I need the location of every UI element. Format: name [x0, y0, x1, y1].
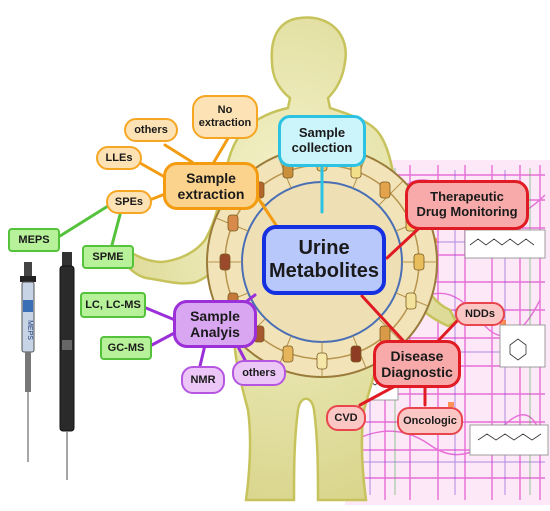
node-spme: SPME: [82, 245, 134, 269]
node-ndds: NDDs: [455, 302, 505, 326]
node-sample-collection: Sample collection: [278, 115, 366, 167]
node-oncologic: Oncologic: [397, 407, 463, 435]
node-no-extraction: No extraction: [192, 95, 258, 139]
node-cvd: CVD: [326, 405, 366, 431]
spme-device: [59, 252, 75, 480]
node-sample-extraction: Sample extraction: [163, 162, 259, 210]
node-extraction-others: others: [124, 118, 178, 142]
node-meps: MEPS: [8, 228, 60, 252]
node-sample-analysis: Sample Analyis: [173, 300, 257, 348]
meps-syringe: MEPS: [20, 262, 36, 462]
node-therapeutic-drug-monitoring: Therapeutic Drug Monitoring: [405, 180, 529, 230]
node-analysis-others: others: [232, 360, 286, 386]
center-node-urine-metabolites: Urine Metabolites: [262, 225, 386, 295]
node-disease-diagnostic: Disease Diagnostic: [373, 340, 461, 388]
node-spes: SPEs: [106, 190, 152, 214]
node-lles: LLEs: [96, 146, 142, 170]
syringe-label: MEPS: [26, 320, 33, 340]
node-gc-ms: GC-MS: [100, 336, 152, 360]
node-nmr: NMR: [181, 366, 225, 394]
node-lc-ms: LC, LC-MS: [80, 292, 146, 318]
